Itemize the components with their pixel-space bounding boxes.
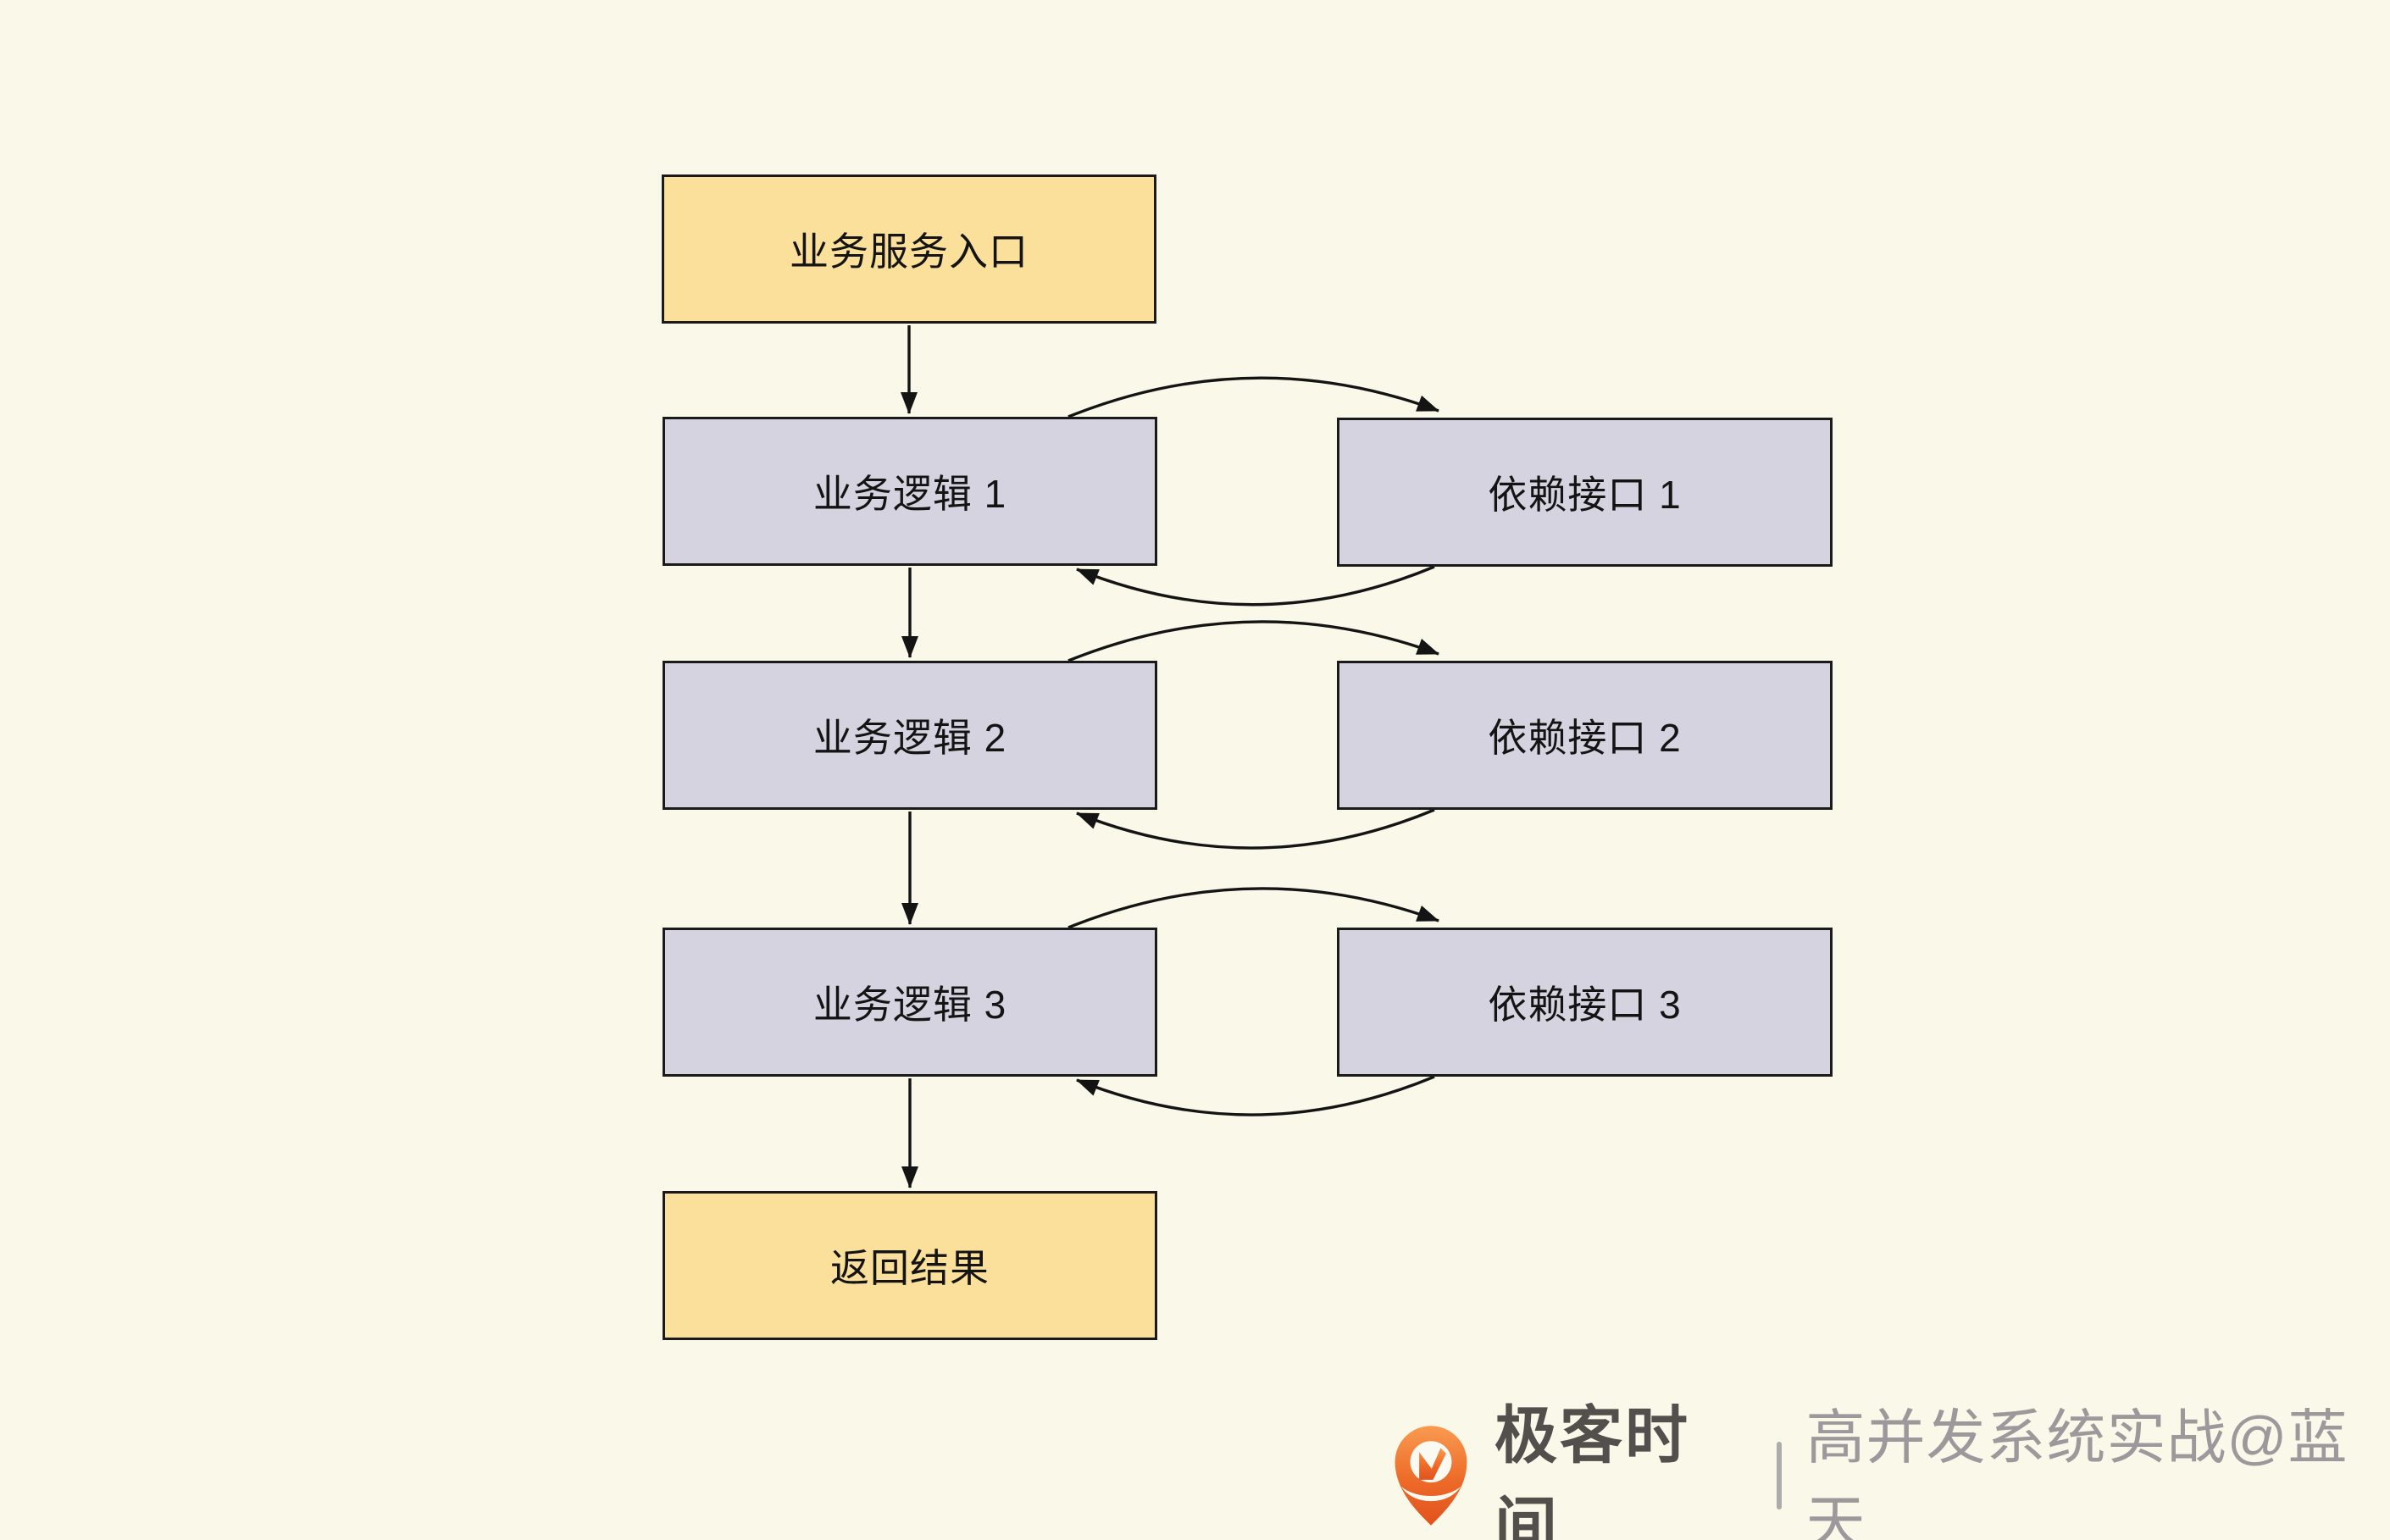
node-label: 依赖接口 1	[1488, 473, 1682, 517]
node-label: 业务逻辑 2	[812, 716, 1007, 760]
node-entry: 业务服务入口	[662, 174, 1156, 324]
node-result: 返回结果	[663, 1191, 1157, 1340]
node-dep2: 依赖接口 2	[1337, 661, 1833, 810]
geektime-logo-icon	[1395, 1426, 1467, 1526]
node-label: 业务逻辑 3	[812, 983, 1007, 1027]
brand-name: 极客时间	[1494, 1400, 1690, 1540]
node-logic3: 业务逻辑 3	[663, 928, 1157, 1077]
watermark-divider	[1776, 1442, 1783, 1510]
node-label: 业务逻辑 1	[812, 472, 1007, 516]
node-label: 依赖接口 3	[1488, 983, 1682, 1027]
node-logic2: 业务逻辑 2	[663, 661, 1157, 810]
edge-logic1-dep1	[1067, 376, 1439, 418]
node-dep3: 依赖接口 3	[1337, 928, 1833, 1077]
node-label: 业务服务入口	[790, 230, 1029, 274]
edge-dep3-logic3	[1076, 1075, 1435, 1116]
edge-logic2-dep2	[1067, 620, 1439, 662]
node-label: 依赖接口 2	[1488, 716, 1682, 760]
node-label: 返回结果	[830, 1246, 990, 1290]
watermark-tagline: 高并发系统实战@蓝天	[1805, 1404, 2348, 1540]
edge-dep1-logic1	[1076, 565, 1435, 607]
edge-logic3-dep3	[1067, 887, 1439, 929]
node-dep1: 依赖接口 1	[1337, 418, 1833, 567]
edge-dep2-logic2	[1076, 808, 1435, 850]
watermark: 极客时间 高并发系统实战@蓝天	[1386, 1400, 2390, 1540]
node-logic1: 业务逻辑 1	[663, 417, 1157, 566]
